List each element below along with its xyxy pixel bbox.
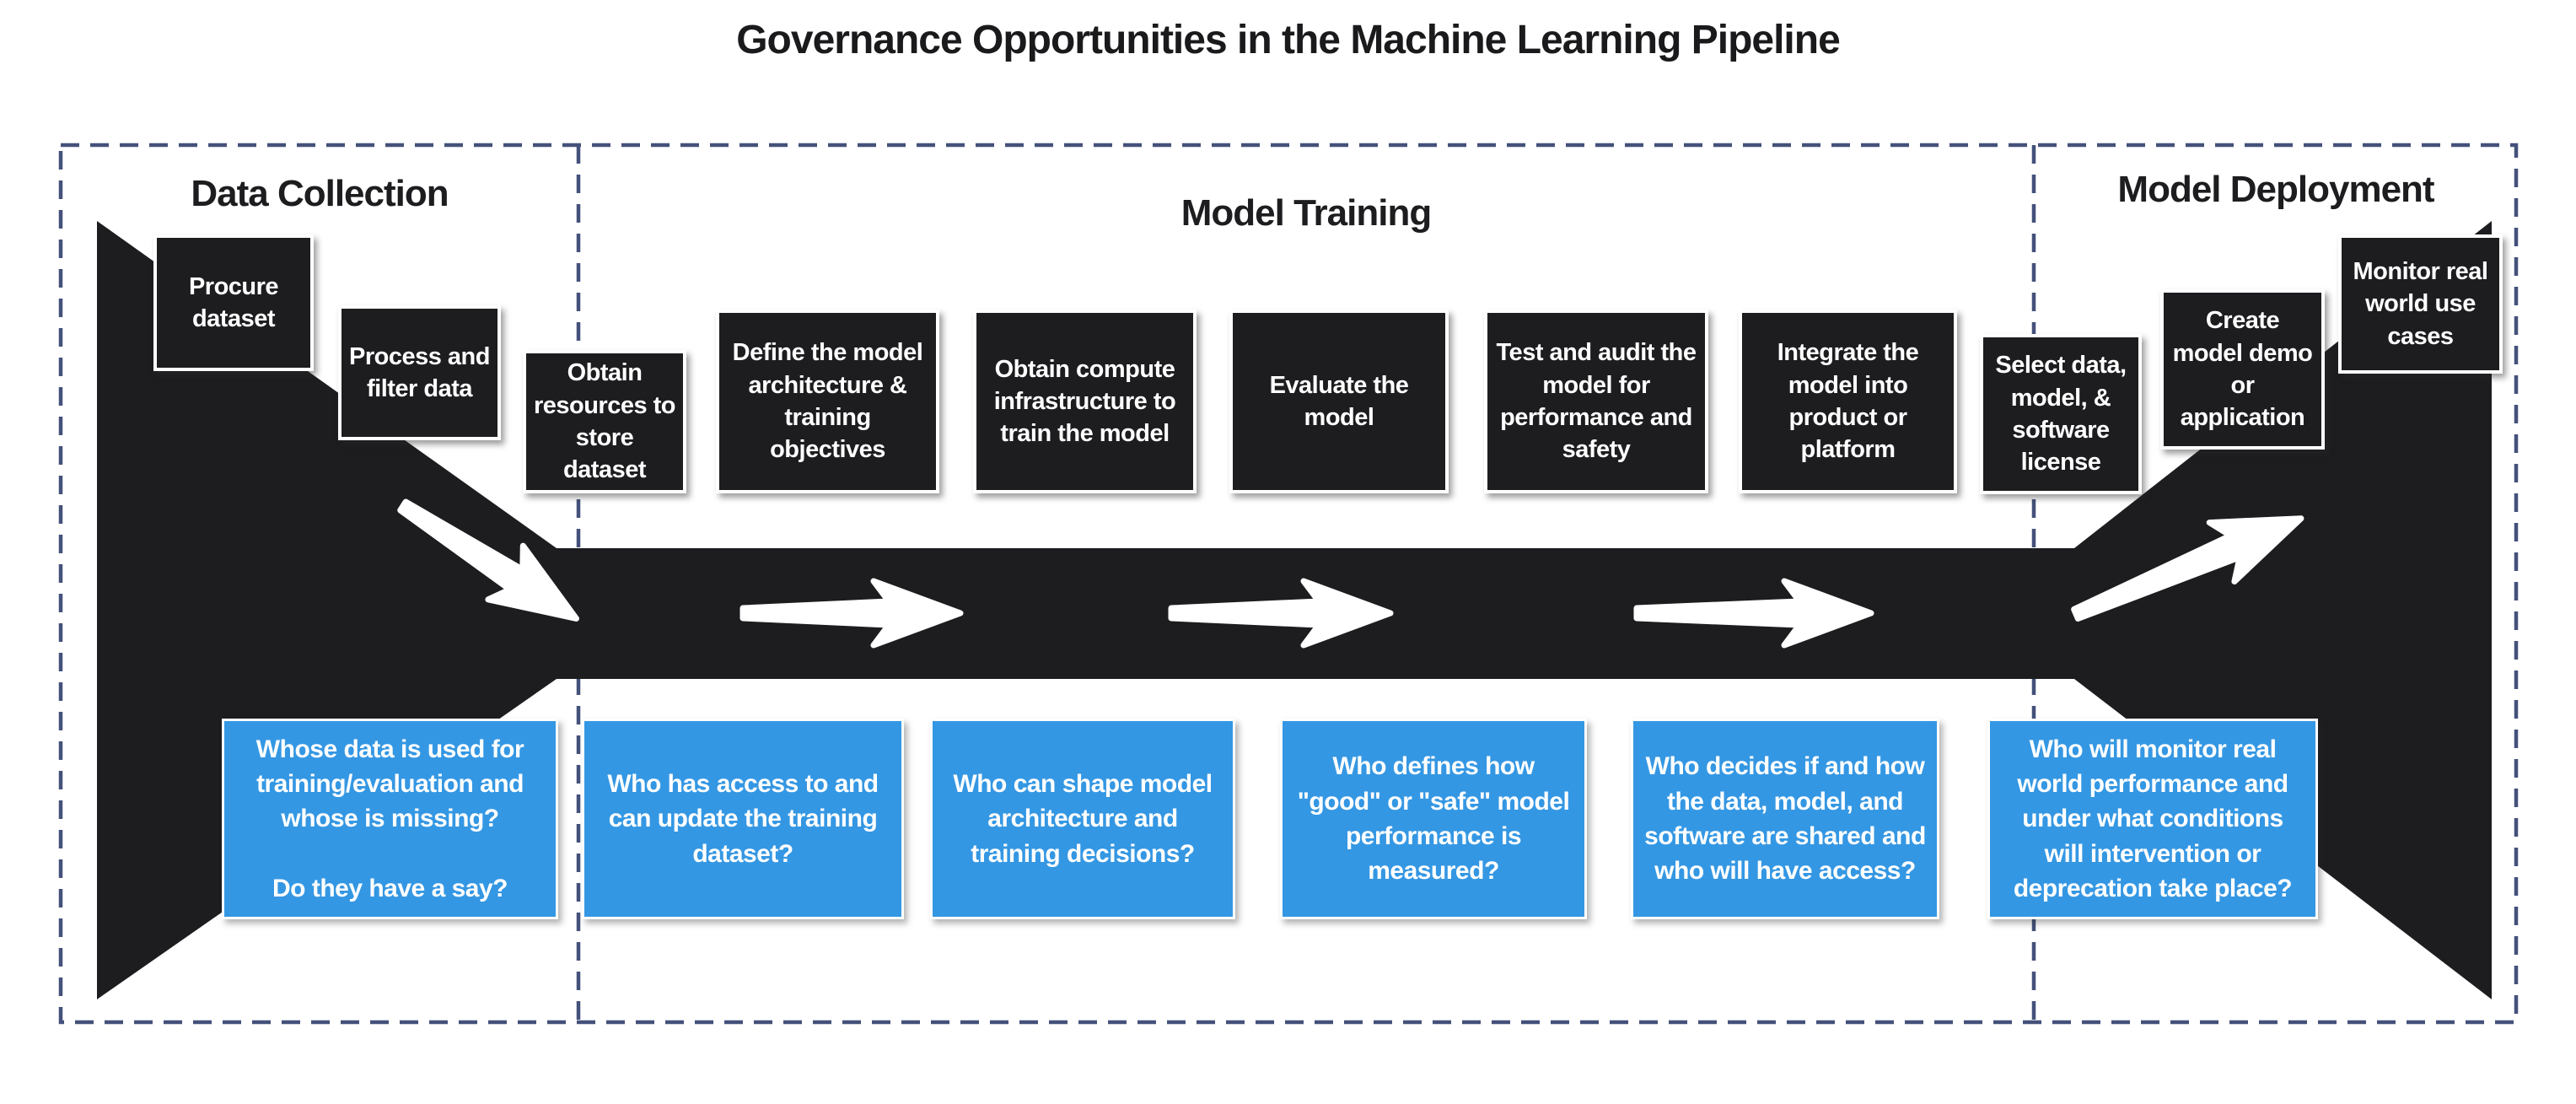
step-box-obtain-compute: Obtain compute infrastructure to train t…	[973, 310, 1197, 493]
step-box-process-filter-data: Process and filter data	[338, 305, 501, 440]
step-box-select-license: Select data, model, & software license	[1980, 334, 2142, 494]
section-header-model-training: Model Training	[1180, 192, 1432, 234]
step-box-evaluate-model: Evaluate the model	[1229, 310, 1449, 493]
right-funnel-shape	[2074, 221, 2492, 999]
question-box-dataset-access: Who has access to and can update the tra…	[582, 719, 904, 919]
section-header-data-collection: Data Collection	[191, 173, 449, 214]
diagram-outer-dashed-border	[58, 143, 2519, 1025]
step-box-procure-dataset: Procure dataset	[153, 234, 314, 371]
question-box-define-good-safe: Who defines how "good" or "safe" model p…	[1280, 719, 1587, 919]
step-box-integrate-model: Integrate the model into product or plat…	[1739, 310, 1957, 493]
flow-arrow-2-icon	[1168, 578, 1394, 649]
question-box-monitor-deprecation: Who will monitor real world performance …	[1987, 719, 2318, 919]
flow-arrow-into-band-icon	[397, 498, 579, 622]
step-box-define-architecture-objectives: Define the model architecture & training…	[716, 310, 939, 493]
flow-arrow-out-of-band-icon	[2071, 515, 2304, 622]
page-title: Governance Opportunities in the Machine …	[736, 18, 1841, 62]
flow-arrow-3-icon	[1633, 578, 1874, 649]
left-funnel-shape	[97, 221, 557, 999]
step-box-monitor-use-cases: Monitor real world use cases	[2338, 234, 2503, 374]
flow-arrow-1-icon	[739, 578, 964, 649]
question-box-shape-architecture: Who can shape model architecture and tra…	[930, 719, 1235, 919]
step-box-test-audit-model: Test and audit the model for performance…	[1484, 310, 1708, 493]
section-header-model-deployment: Model Deployment	[2117, 169, 2434, 210]
question-box-sharing-access: Who decides if and how the data, model, …	[1631, 719, 1939, 919]
step-box-obtain-storage-resources: Obtain resources to store dataset	[523, 350, 686, 493]
question-box-whose-data: Whose data is used for training/evaluati…	[222, 719, 558, 919]
step-box-create-demo: Create model demo or application	[2160, 289, 2325, 450]
